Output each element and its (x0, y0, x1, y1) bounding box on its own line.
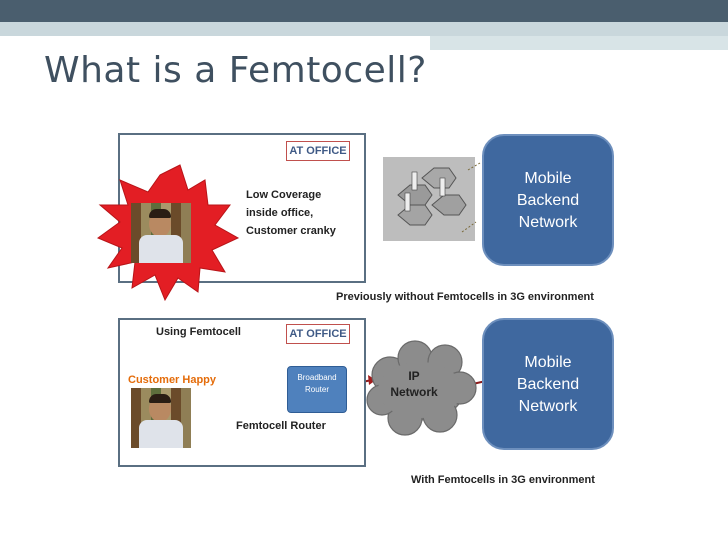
office-tag-bottom: AT OFFICE (286, 324, 350, 344)
cell-tower-graphic (383, 157, 481, 241)
customer-happy-label: Customer Happy (128, 374, 217, 386)
femtocell-router-label: Femtocell Router (236, 420, 326, 432)
header-band-accent (430, 36, 728, 50)
office-tag-top: AT OFFICE (286, 141, 350, 161)
status-line-3: Customer cranky (246, 225, 336, 237)
header-band-light (0, 22, 728, 36)
using-femtocell-label: Using Femtocell (156, 326, 241, 338)
slide-title: What is a Femtocell? (44, 50, 427, 91)
backend-line-2: Backend (516, 376, 580, 393)
router-line-1: Broadband (297, 373, 337, 382)
backend-line-3: Network (518, 398, 578, 415)
mobile-backend-network-top: Mobile Backend Network (482, 134, 614, 266)
ip-line-2: Network (390, 385, 438, 399)
mobile-backend-network-bottom: Mobile Backend Network (482, 318, 614, 450)
backend-line-2: Backend (516, 192, 580, 209)
caption-top: Previously without Femtocells in 3G envi… (336, 291, 594, 303)
broadband-router: Broadband Router (287, 366, 347, 413)
status-line-1: Low Coverage (246, 189, 322, 201)
happy-customer-photo (131, 388, 191, 448)
header-band (0, 0, 728, 22)
ip-line-1: IP (408, 369, 420, 383)
backend-line-1: Mobile (524, 170, 572, 187)
router-line-2: Router (304, 385, 329, 394)
backend-line-3: Network (518, 214, 578, 231)
caption-bottom: With Femtocells in 3G environment (411, 474, 595, 486)
backend-line-1: Mobile (524, 354, 572, 371)
status-line-2: inside office, (246, 207, 314, 219)
ip-network-label: IP Network (386, 368, 442, 400)
coverage-status: Low Coverage inside office, Customer cra… (246, 186, 336, 240)
cranky-customer-photo (131, 203, 191, 263)
